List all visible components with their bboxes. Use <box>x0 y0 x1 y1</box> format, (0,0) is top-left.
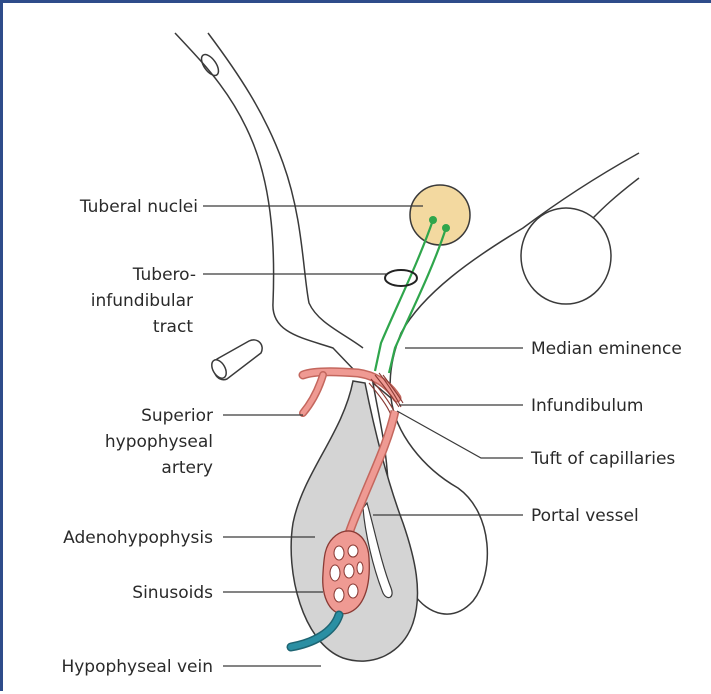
artery-branch-down-fill <box>303 375 323 413</box>
label-median-eminence: Median eminence <box>531 339 682 359</box>
label-superior-line2: hypophyseal <box>105 432 213 452</box>
label-portal-vessel: Portal vessel <box>531 506 639 526</box>
leader-tuft <box>397 411 523 458</box>
small-canal <box>198 52 222 79</box>
tract-fiber-2 <box>389 228 446 373</box>
label-superior-line1: Superior <box>141 406 213 426</box>
pituitary-portal-system-diagram: Tuberal nuclei Tubero- infundibular trac… <box>3 3 711 694</box>
label-tract-line1: Tubero- <box>132 265 196 285</box>
nucleus-neuron-1 <box>429 216 437 224</box>
hypothalamus-left-wall-inner <box>208 33 363 348</box>
mammillary-body <box>521 208 611 304</box>
label-adenohypophysis: Adenohypophysis <box>63 528 213 548</box>
label-sinusoids: Sinusoids <box>132 583 213 603</box>
label-hypophyseal-vein: Hypophyseal vein <box>61 657 213 677</box>
label-tract-line3: tract <box>153 317 193 337</box>
hypothalamus-right-wall-inner <box>593 178 639 218</box>
label-tuft-of-capillaries: Tuft of capillaries <box>530 449 675 469</box>
label-superior-line3: artery <box>161 458 213 478</box>
hypothalamus-left-wall <box>175 33 355 371</box>
label-infundibulum: Infundibulum <box>531 396 643 416</box>
tract-ring <box>385 270 417 286</box>
label-tuberal-nuclei: Tuberal nuclei <box>79 197 198 217</box>
nucleus-neuron-2 <box>442 224 450 232</box>
tuberal-nucleus <box>410 185 470 245</box>
label-tract-line2: infundibular <box>91 291 193 311</box>
